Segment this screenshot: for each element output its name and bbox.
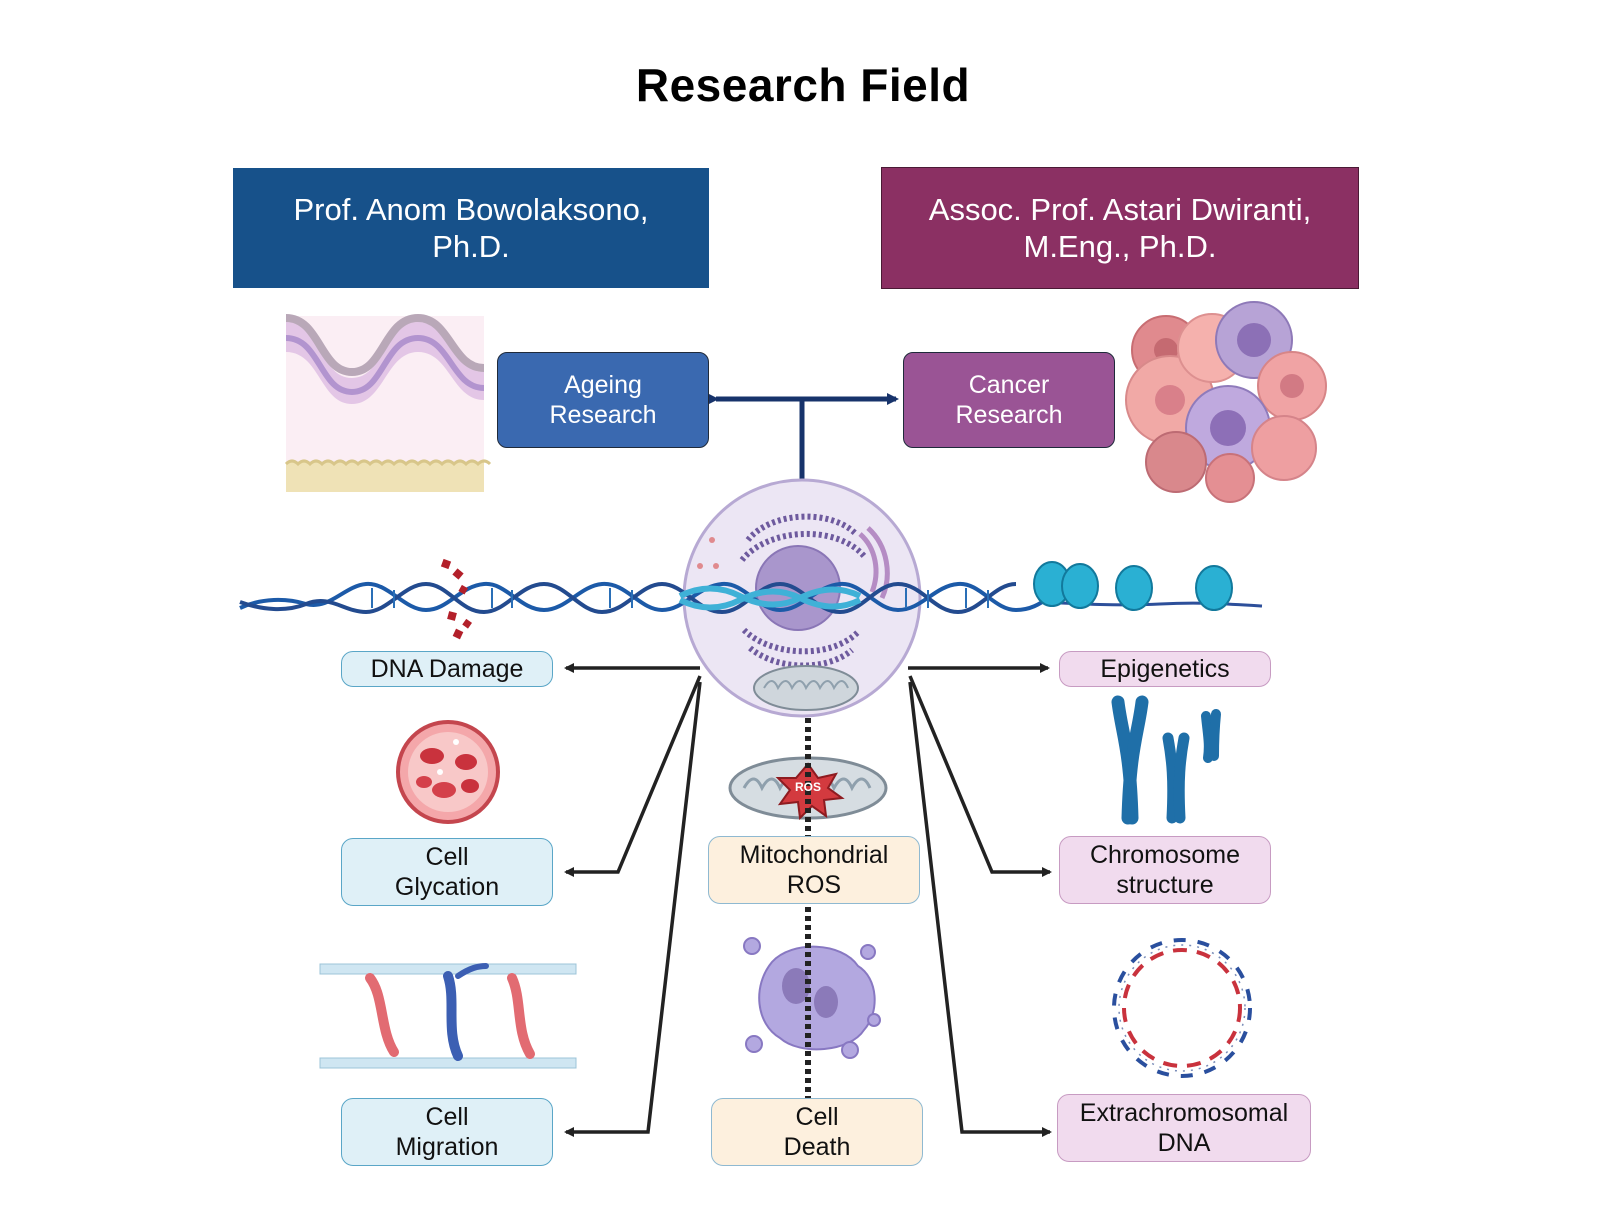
cancer-cells-icon (1125, 301, 1327, 503)
researcher-box-cancer: Assoc. Prof. Astari Dwiranti, M.Eng., Ph… (881, 167, 1359, 289)
dna-helix-icon (239, 558, 1050, 640)
topic-box-ageing: Ageing Research (497, 352, 709, 448)
nucleosome-icon (1033, 561, 1263, 611)
researcher-box-ageing: Prof. Anom Bowolaksono, Ph.D. (233, 168, 709, 288)
label-epigenetics: Epigenetics (1059, 651, 1271, 687)
chromosomes-icon (1111, 695, 1221, 825)
topic-connector (707, 393, 899, 484)
label-chromosome-structure: Chromosome structure (1059, 836, 1271, 904)
label-cell-migration: Cell Migration (341, 1098, 553, 1166)
ecdna-circle-icon (1112, 938, 1252, 1078)
skin-tissue-icon (284, 313, 492, 492)
ros-burst-label: ROS (794, 780, 821, 794)
branch-arrows (564, 663, 1052, 1137)
page-title: Research Field (635, 59, 971, 111)
label-mitochondrial-ros: Mitochondrial ROS (708, 836, 920, 904)
topic-box-cancer: Cancer Research (903, 352, 1115, 448)
dying-cell-icon (743, 937, 881, 1059)
blood-vessel-icon (396, 720, 500, 824)
label-dna-damage: DNA Damage (341, 651, 553, 687)
label-cell-death: Cell Death (711, 1098, 923, 1166)
label-extrachromosomal-dna: Extrachromosomal DNA (1057, 1094, 1311, 1162)
cell-migration-icon (319, 963, 577, 1069)
label-cell-glycation: Cell Glycation (341, 838, 553, 906)
